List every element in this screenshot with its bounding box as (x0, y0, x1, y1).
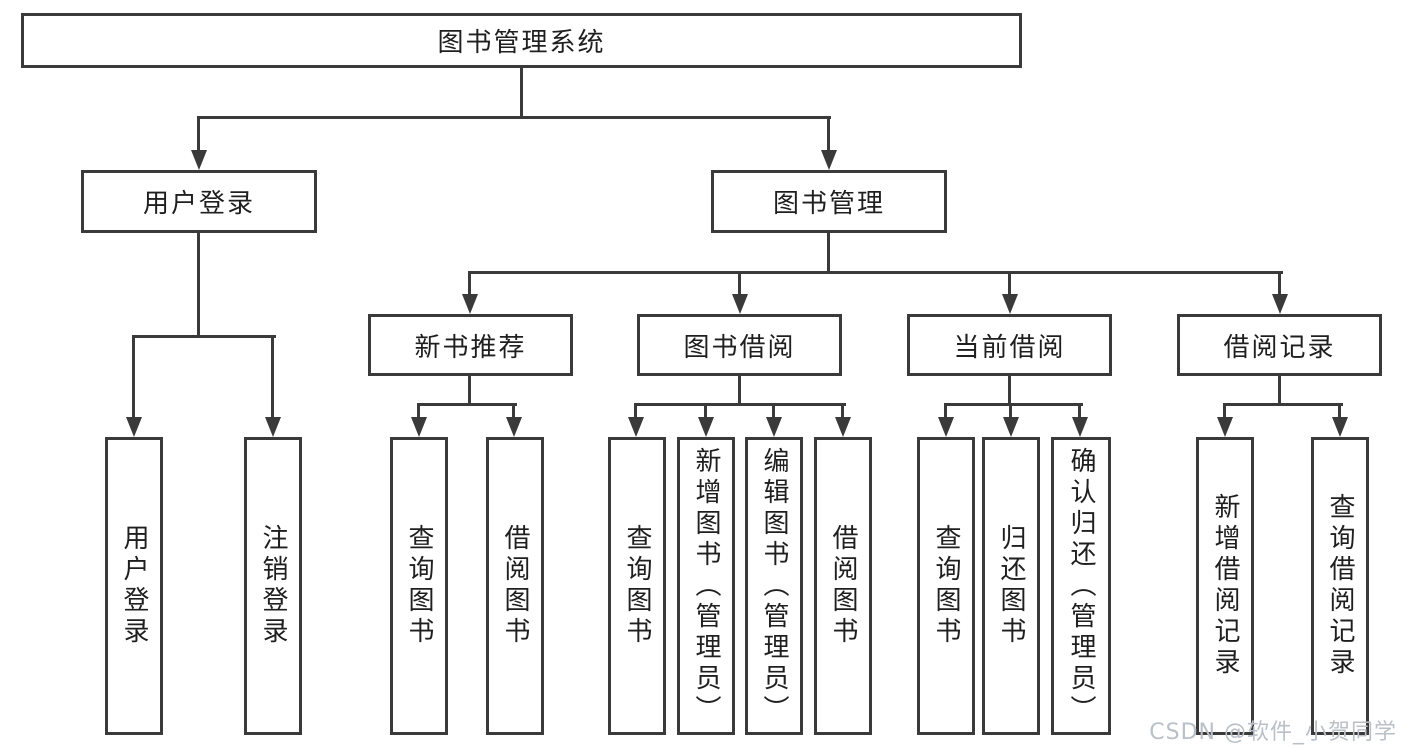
connector-vline (468, 271, 471, 296)
connector-hline (634, 403, 846, 406)
node-book-mgmt: 图书管理 (711, 170, 947, 233)
node-user-login-label: 用户登录 (142, 189, 255, 219)
connector-arrowhead (462, 294, 478, 314)
node-record-add: 新增借阅记录 (1196, 437, 1254, 735)
node-borrow-add-admin: 新增图书（管理员） (677, 437, 735, 735)
node-newbook-borrow-label: 借阅图书 (500, 524, 530, 648)
connector-vline (512, 403, 515, 419)
connector-hline (1223, 403, 1343, 406)
connector-arrowhead (265, 417, 281, 437)
connector-arrowhead (1003, 417, 1019, 437)
connector-vline (827, 233, 830, 274)
connector-arrowhead (1272, 294, 1288, 314)
connector-arrowhead (938, 417, 954, 437)
connector-vline (1008, 271, 1011, 296)
connector-vline (944, 403, 947, 419)
node-record-add-label: 新增借阅记录 (1210, 493, 1240, 679)
node-new-book-recommend-label: 新书推荐 (414, 332, 527, 363)
node-record-query: 查询借阅记录 (1311, 437, 1369, 735)
connector-vline (468, 376, 471, 406)
connector-hline (417, 403, 517, 406)
node-record-query-label: 查询借阅记录 (1325, 493, 1355, 679)
connector-arrowhead (732, 294, 748, 314)
node-current-confirm-admin-label: 确认归还（管理员） (1066, 446, 1096, 726)
connector-vline (841, 403, 844, 419)
node-borrow-record: 借阅记录 (1177, 314, 1382, 376)
node-user-login-action: 用户登录 (105, 437, 163, 735)
connector-arrowhead (766, 417, 782, 437)
connector-hline (197, 116, 831, 119)
connector-vline (197, 233, 200, 338)
connector-vline (271, 335, 274, 419)
connector-arrowhead (821, 150, 837, 170)
node-borrow-edit-admin-label: 编辑图书（管理员） (759, 446, 789, 726)
connector-arrowhead (698, 417, 714, 437)
connector-vline (738, 376, 741, 406)
connector-arrowhead (1217, 417, 1233, 437)
connector-arrowhead (126, 417, 142, 437)
connector-vline (1278, 271, 1281, 296)
node-book-borrow: 图书借阅 (637, 314, 842, 376)
connector-hline (468, 271, 1283, 274)
node-borrow-add-admin-label: 新增图书（管理员） (691, 446, 721, 726)
connector-vline (772, 403, 775, 419)
node-user-login-action-label: 用户登录 (119, 524, 149, 648)
connector-vline (1078, 403, 1081, 419)
connector-hline (132, 335, 276, 338)
connector-arrowhead (506, 417, 522, 437)
connector-vline (520, 66, 523, 118)
connector-hline (944, 403, 1083, 406)
node-book-mgmt-label: 图书管理 (772, 189, 885, 219)
node-newbook-borrow: 借阅图书 (486, 437, 544, 735)
node-root: 图书管理系统 (21, 13, 1022, 68)
connector-vline (1223, 403, 1226, 419)
connector-vline (1009, 403, 1012, 419)
connector-arrowhead (191, 150, 207, 170)
connector-arrowhead (835, 417, 851, 437)
node-borrow-book-label: 借阅图书 (828, 524, 858, 648)
node-current-return-label: 归还图书 (996, 524, 1026, 648)
connector-vline (1278, 376, 1281, 406)
connector-vline (197, 116, 200, 152)
connector-arrowhead (1332, 417, 1348, 437)
connector-arrowhead (1002, 294, 1018, 314)
node-current-query-label: 查询图书 (931, 524, 961, 648)
node-newbook-query-label: 查询图书 (404, 524, 434, 648)
node-borrow-book: 借阅图书 (814, 437, 872, 735)
node-book-borrow-label: 图书借阅 (683, 332, 796, 363)
node-borrow-query: 查询图书 (608, 437, 666, 735)
connector-vline (1008, 376, 1011, 406)
node-root-label: 图书管理系统 (437, 28, 606, 58)
node-new-book-recommend: 新书推荐 (368, 314, 573, 376)
node-current-return: 归还图书 (982, 437, 1040, 735)
node-current-borrow-label: 当前借阅 (953, 332, 1066, 363)
node-current-confirm-admin: 确认归还（管理员） (1051, 437, 1111, 735)
node-logout-action: 注销登录 (244, 437, 302, 735)
connector-vline (1338, 403, 1341, 419)
csdn-watermark: CSDN @软件_小贺同学 (1149, 720, 1397, 745)
connector-vline (634, 403, 637, 419)
node-borrow-query-label: 查询图书 (622, 524, 652, 648)
node-current-borrow: 当前借阅 (907, 314, 1112, 376)
connector-arrowhead (628, 417, 644, 437)
connector-vline (132, 335, 135, 419)
node-borrow-record-label: 借阅记录 (1223, 332, 1336, 363)
connector-vline (417, 403, 420, 419)
node-current-query: 查询图书 (917, 437, 975, 735)
connector-arrowhead (1072, 417, 1088, 437)
connector-vline (827, 116, 830, 152)
node-user-login: 用户登录 (81, 170, 317, 233)
node-borrow-edit-admin: 编辑图书（管理员） (745, 437, 803, 735)
connector-vline (704, 403, 707, 419)
node-logout-action-label: 注销登录 (258, 524, 288, 648)
node-newbook-query: 查询图书 (390, 437, 448, 735)
connector-arrowhead (411, 417, 427, 437)
connector-vline (738, 271, 741, 296)
